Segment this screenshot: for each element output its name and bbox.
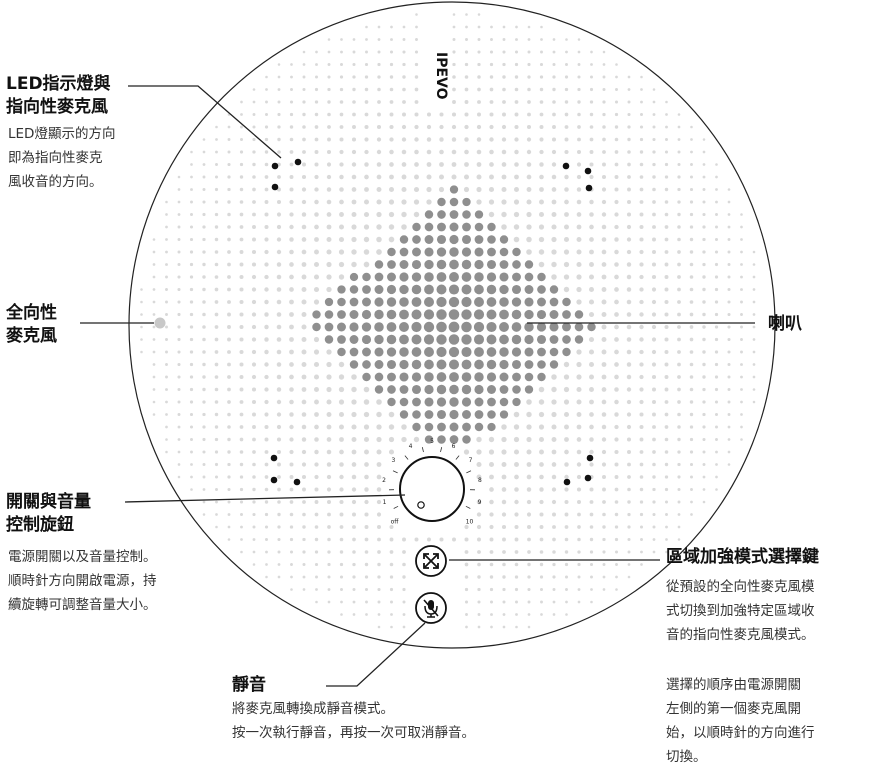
zone-mode-button[interactable] (415, 545, 447, 577)
volume-scale-tick (465, 505, 471, 509)
speaker-title: 喇叭 (768, 314, 802, 334)
knob-power-indicator (417, 501, 425, 509)
volume-scale-label: 8 (478, 477, 482, 484)
volume-scale-tick (393, 505, 399, 509)
volume-scale-tick (455, 455, 460, 460)
volume-scale-tick (421, 447, 424, 453)
mute-button[interactable] (415, 592, 447, 624)
zone-mode-title: 區域加強模式選擇鍵 (666, 547, 819, 567)
mute-title: 靜音 (232, 675, 266, 695)
speaker-grille (140, 13, 756, 629)
volume-scale-label: off (391, 519, 400, 526)
led-bottom-left (270, 454, 278, 462)
volume-scale: off 1 2 3 4 5 6 7 8 9 10 (382, 438, 482, 526)
mute-desc: 將麥克風轉換成靜音模式。 按一次執行靜音，再按一次可取消靜音。 (232, 701, 475, 741)
led-top-right (562, 162, 570, 170)
callout-lines (80, 85, 755, 687)
volume-knob[interactable]: off 1 2 3 4 5 6 7 8 9 10 (382, 438, 482, 526)
led-mic-desc: LED燈顯示的方向 即為指向性麥克 風收音的方向。 (8, 126, 116, 190)
volume-scale-label: 10 (466, 519, 474, 526)
volume-scale-tick (466, 470, 472, 474)
volume-scale-label: 2 (382, 477, 386, 484)
led-top-left (271, 162, 279, 170)
knob-desc: 電源開關以及音量控制。 順時針方向開啟電源，持 續旋轉可調整音量大小。 (8, 549, 157, 613)
omni-mic-title: 全向性 麥克風 (6, 303, 57, 346)
volume-scale-tick (440, 447, 443, 453)
volume-scale-tick (404, 455, 409, 460)
mic-mute-icon (423, 599, 439, 618)
volume-scale-label: 6 (452, 443, 456, 450)
volume-scale-label: 9 (478, 499, 482, 506)
volume-scale-label: 5 (430, 438, 434, 445)
volume-scale-label: 7 (469, 457, 473, 464)
brand-logo: IPEVO (433, 52, 449, 100)
volume-scale-tick (392, 470, 398, 474)
zone-mode-note: 選擇的順序由電源開關 左側的第一個麥克風開 始，以順時針的方向進行 切換。 (666, 677, 815, 765)
led-mic-title: LED指示燈與 指向性麥克風 (6, 74, 111, 117)
omni-mic-dot (154, 317, 166, 329)
expand-arrows-icon (423, 553, 439, 569)
volume-scale-label: 4 (409, 443, 413, 450)
zone-mode-desc: 從預設的全向性麥克風模 式切換到加強特定區域收 音的指向性麥克風模式。 (666, 579, 815, 643)
volume-scale-label: 1 (383, 499, 387, 506)
led-indicators (270, 158, 594, 486)
knob-title: 開關與音量 控制旋鈕 (6, 492, 91, 535)
led-bottom-right (586, 454, 594, 462)
volume-scale-label: 3 (391, 457, 395, 464)
